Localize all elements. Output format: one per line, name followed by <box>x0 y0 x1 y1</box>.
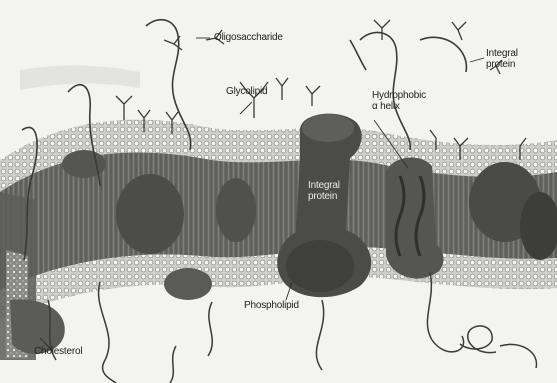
integral-protein-top-label: Integral protein <box>486 48 526 70</box>
glycolipid-label: Glycolipid <box>226 86 267 97</box>
phospholipid-label: Phospholipid <box>244 300 299 311</box>
oligosaccharide-label: Oligosaccharide <box>214 32 283 43</box>
hydrophobic-helix-label: Hydrophobic α helix <box>372 90 434 112</box>
integral-protein-mid-label: Integral protein <box>308 180 348 202</box>
cholesterol-label: Cholesterol <box>34 346 82 357</box>
